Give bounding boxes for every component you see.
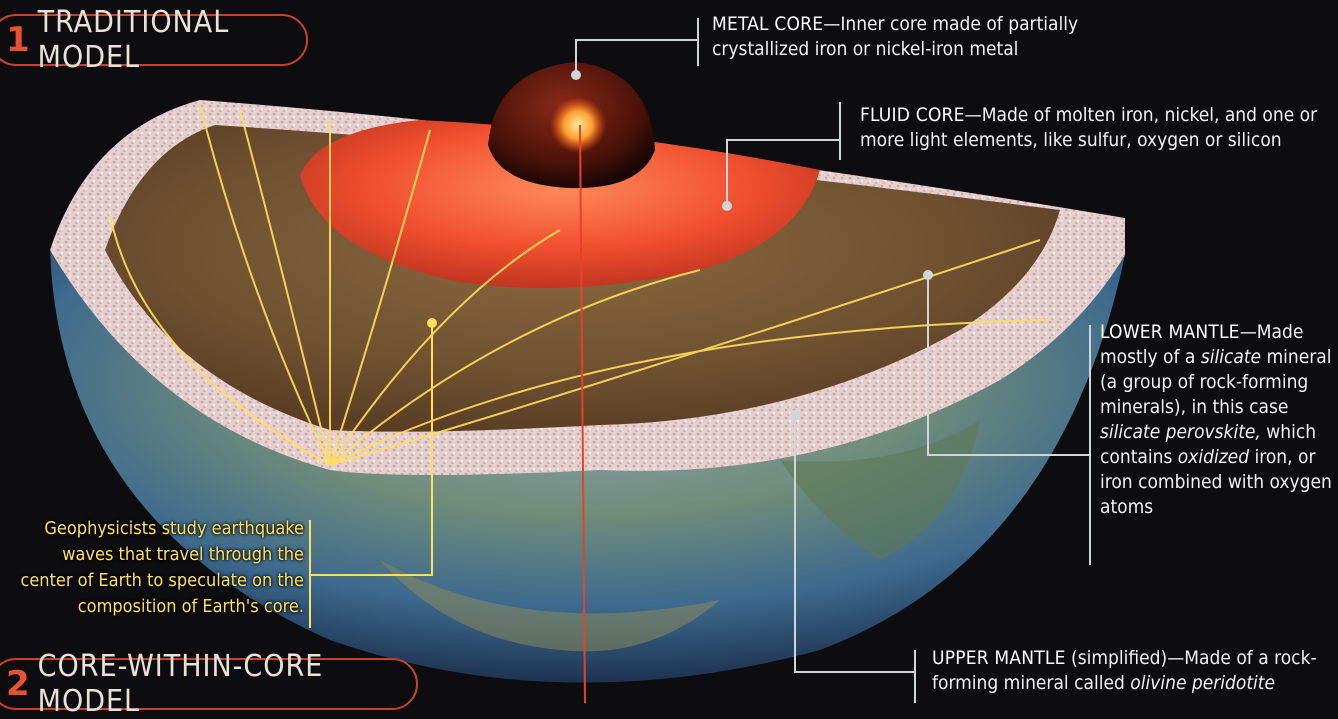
earthquake-caption: Geophysicists study earthquake waves tha…: [6, 516, 304, 620]
label-name: METAL CORE: [712, 13, 823, 35]
label-name: UPPER MANTLE: [932, 647, 1066, 669]
model-title: CORE-WITHIN-CORE MODEL: [38, 649, 416, 719]
core-within-core-model-badge: 2 CORE-WITHIN-CORE MODEL: [0, 658, 418, 710]
metal-core-label: METAL CORE—Inner core made of partially …: [712, 12, 1132, 62]
model-title: TRADITIONAL MODEL: [38, 5, 306, 75]
label-emphasis: silicate: [1201, 346, 1261, 368]
model-number: 1: [6, 20, 30, 60]
lower-mantle-label: LOWER MANTLE—Made mostly of a silicate m…: [1100, 320, 1332, 520]
fluid-core-label: FLUID CORE—Made of molten iron, nickel, …: [860, 103, 1338, 153]
upper-mantle-label: UPPER MANTLE (simplified)—Made of a rock…: [932, 646, 1332, 696]
label-name: LOWER MANTLE: [1100, 321, 1240, 343]
label-emphasis: silicate perovskite,: [1100, 421, 1261, 443]
label-emphasis: oxidized: [1178, 446, 1249, 468]
label-name: FLUID CORE: [860, 104, 965, 126]
label-emphasis: olivine peridotite: [1130, 672, 1275, 694]
traditional-model-badge: 1 TRADITIONAL MODEL: [0, 14, 308, 66]
model-number: 2: [6, 664, 30, 704]
